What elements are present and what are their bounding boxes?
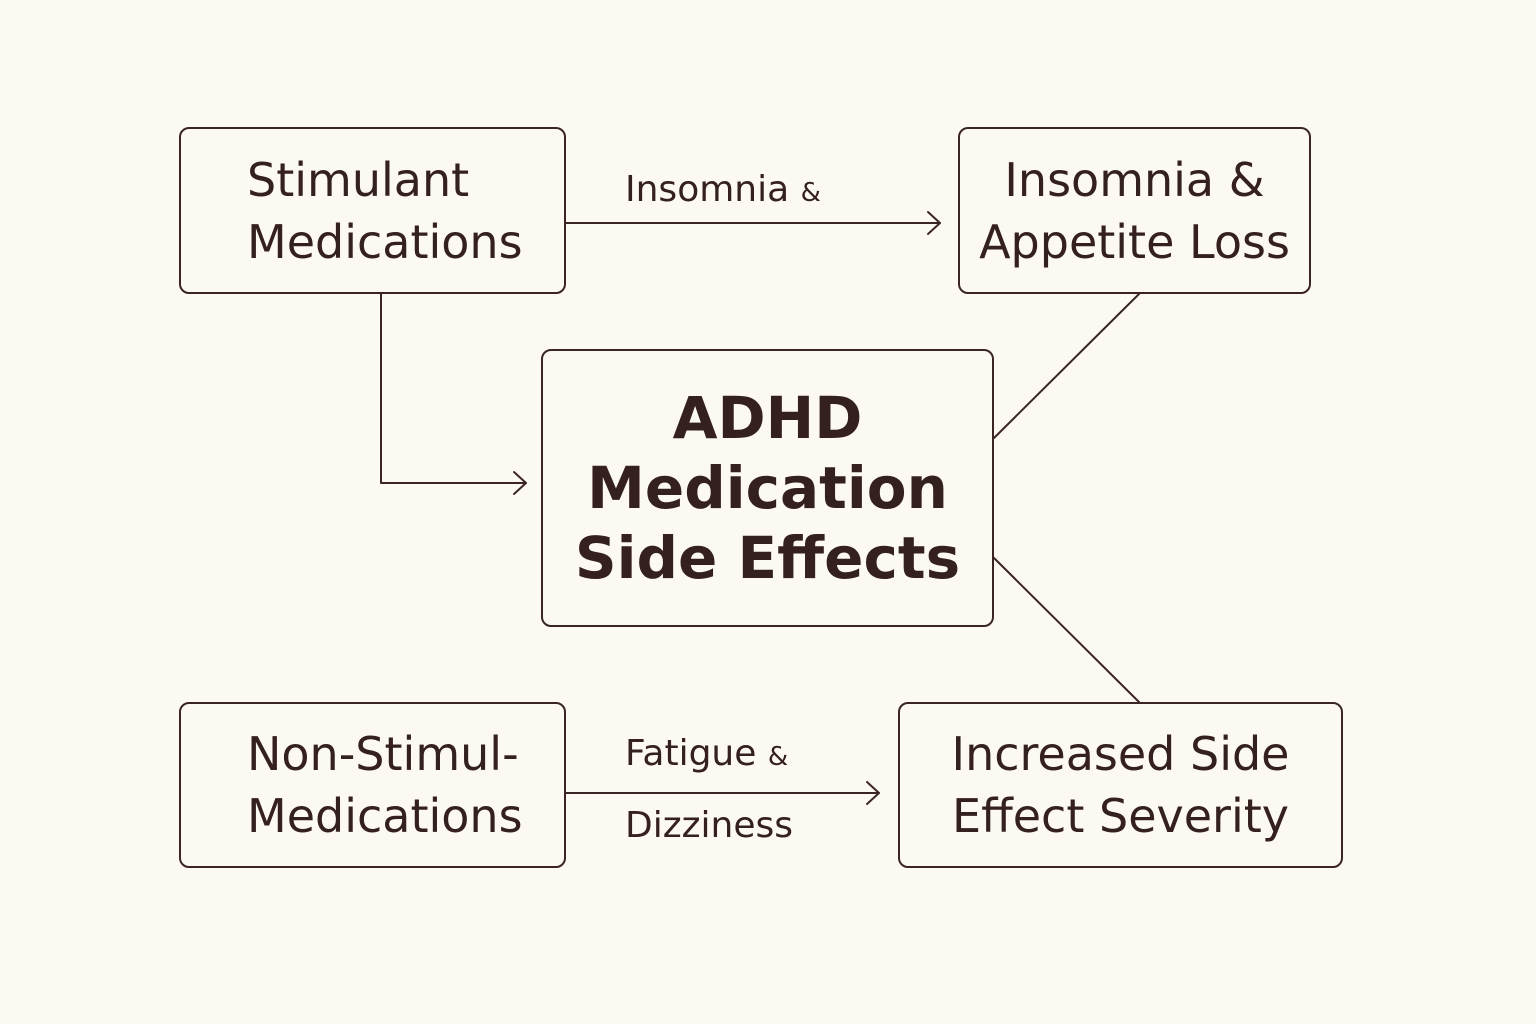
edge-label-insomnia: Insomnia & bbox=[625, 170, 821, 213]
node-text-line: Increased Side bbox=[951, 727, 1290, 781]
edge-center-to-insomnia bbox=[993, 293, 1140, 439]
edge-label-ampersand: & bbox=[800, 178, 821, 208]
node-increased-side-effect-severity: Increased Side Effect Severity bbox=[898, 702, 1343, 868]
node-text-line: Medications bbox=[247, 789, 523, 843]
edge-label-text: Insomnia bbox=[625, 169, 790, 210]
node-text-line: Effect Severity bbox=[952, 789, 1289, 843]
arrowhead-icon bbox=[927, 211, 941, 235]
edge-label-ampersand: & bbox=[767, 742, 789, 772]
edge-stimulant-to-insomnia bbox=[565, 211, 941, 235]
node-stimulant-medications: Stimulant Medications bbox=[179, 127, 566, 294]
node-text-line: Appetite Loss bbox=[979, 214, 1290, 269]
node-text-line: Non-Stimul- bbox=[247, 727, 519, 781]
node-text-line: Medication bbox=[587, 454, 948, 522]
edge-nonstimulant-to-severity bbox=[565, 781, 880, 805]
node-adhd-medication-side-effects: ADHD Medication Side Effects bbox=[541, 349, 994, 627]
node-text-line: ADHD bbox=[672, 384, 863, 452]
node-non-stimulant-medications: Non-Stimul- Medications bbox=[179, 702, 566, 868]
arrowhead-icon bbox=[866, 781, 880, 805]
node-insomnia-appetite-loss: Insomnia & Appetite Loss bbox=[958, 127, 1311, 294]
edge-label-text: Dizziness bbox=[625, 805, 793, 846]
edge-label-dizziness: Dizziness bbox=[625, 806, 793, 846]
edge-label-text: Fatigue bbox=[625, 733, 757, 774]
edge-stimulant-to-center bbox=[380, 293, 527, 495]
edge-label-fatigue: Fatigue & bbox=[625, 734, 788, 777]
node-text-line: Stimulant bbox=[247, 152, 470, 207]
node-text-line: Insomnia & bbox=[1004, 152, 1265, 207]
node-text-line: Medications bbox=[247, 214, 523, 269]
arrowhead-icon bbox=[513, 471, 527, 495]
node-text-line: Side Effects bbox=[574, 524, 961, 592]
edge-center-to-severity bbox=[993, 557, 1140, 703]
